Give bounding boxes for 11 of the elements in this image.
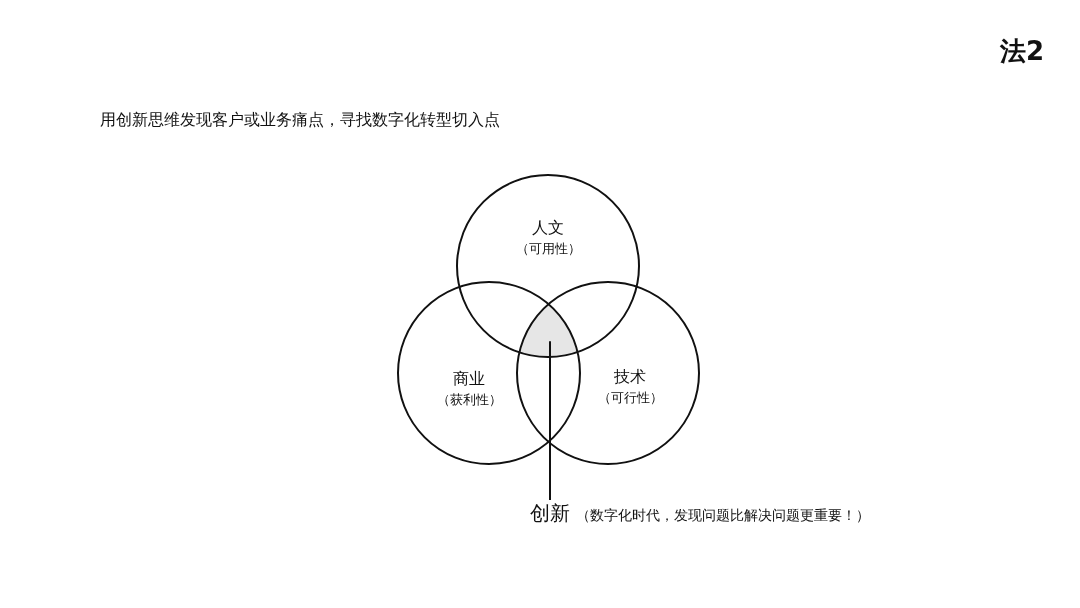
page-number: 法2 (999, 35, 1044, 68)
leader-line (549, 340, 551, 501)
circle-subtitle: （可行性） (596, 389, 664, 407)
circle-subtitle: （可用性） (514, 240, 582, 258)
circle-title: 技术 (613, 367, 647, 388)
subtitle: 用创新思维发现客户或业务痛点，寻找数字化转型切入点 (100, 110, 500, 131)
circle-title: 人文 (531, 218, 565, 239)
callout-text: 创新 (530, 501, 570, 525)
callout-note: （数字化时代，发现问题比解决问题更重要！） (576, 507, 870, 523)
circle-subtitle: （获利性） (435, 391, 503, 409)
circle-title: 商业 (452, 369, 486, 390)
